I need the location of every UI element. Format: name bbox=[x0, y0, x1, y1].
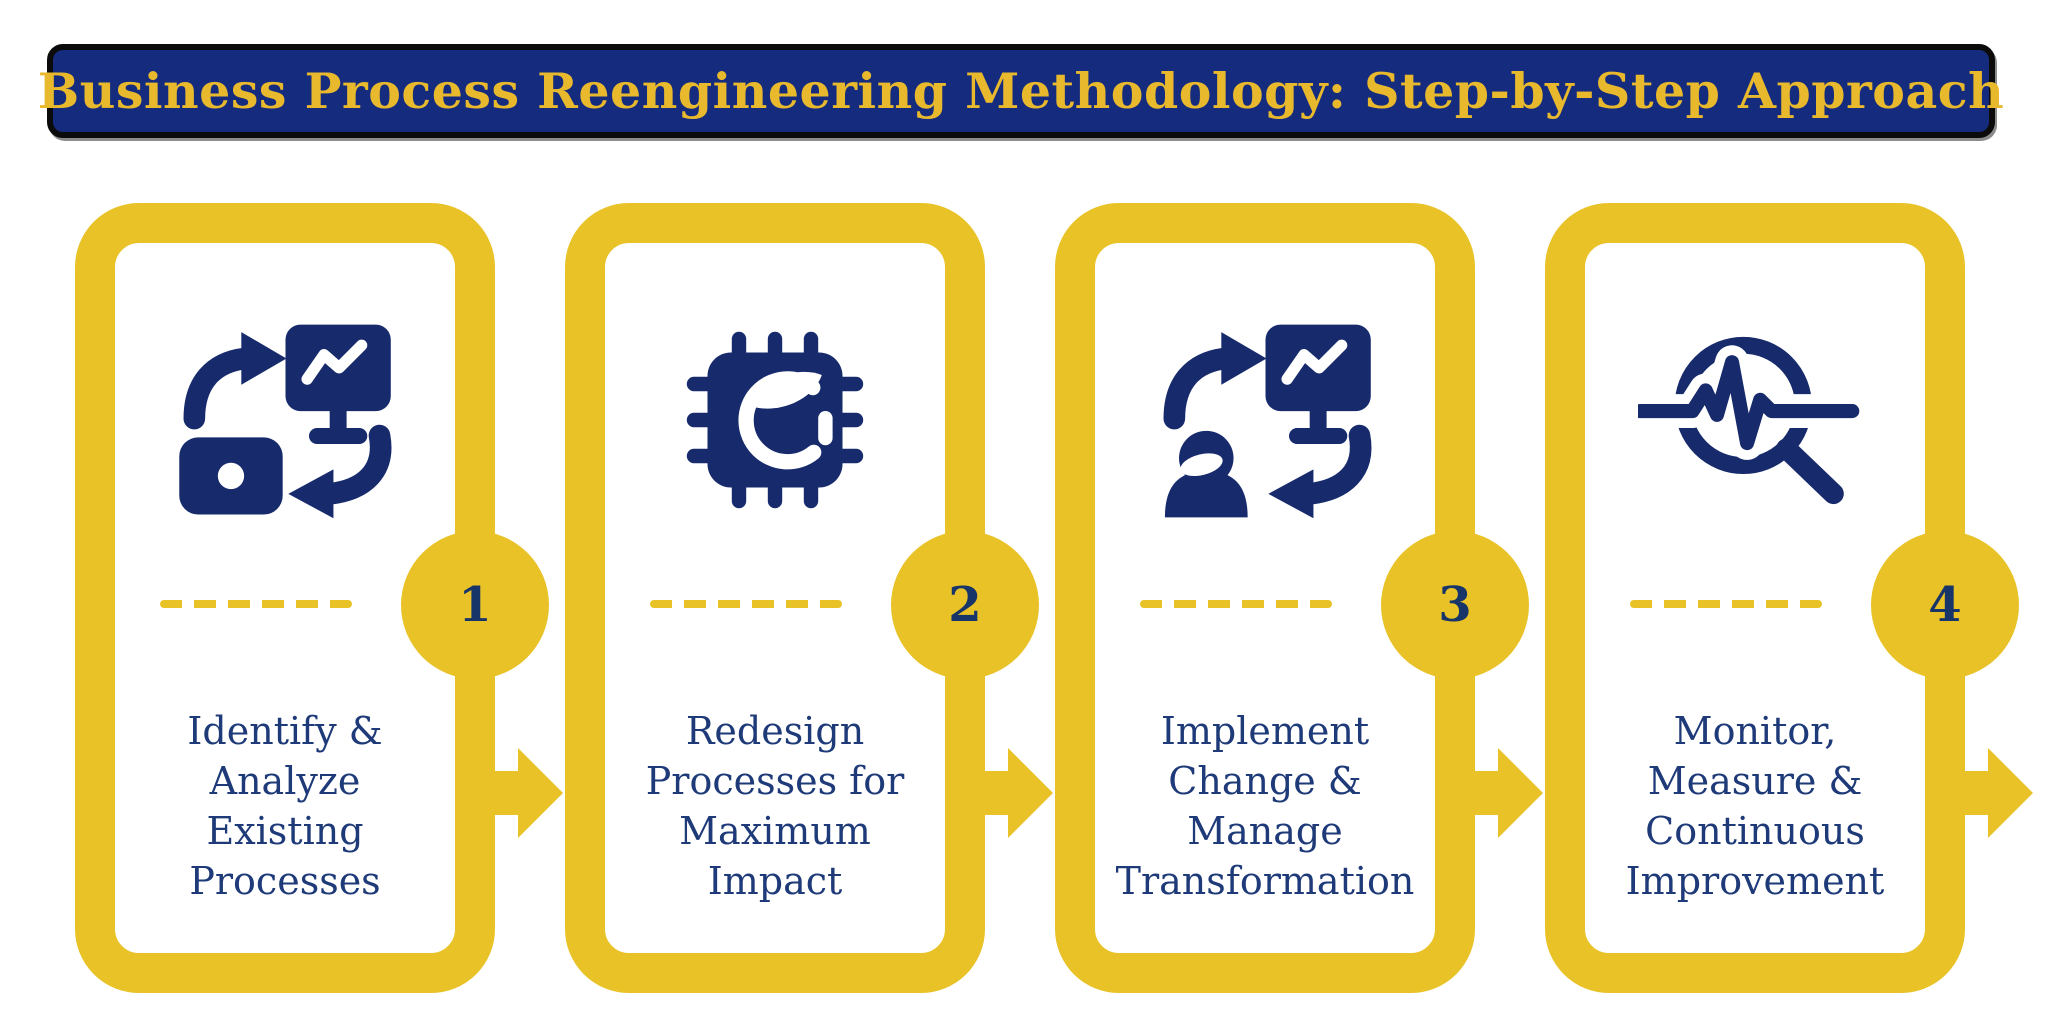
step-number: 3 bbox=[1438, 577, 1472, 633]
step-card-1: 1 Identify & Analyze Existing Processes bbox=[75, 203, 549, 993]
step-label-4: Monitor, Measure & Continuous Improvemen… bbox=[1625, 709, 1885, 904]
step-number: 1 bbox=[458, 577, 492, 633]
page-title: Business Process Reengineering Methodolo… bbox=[37, 62, 2005, 120]
arrow-right-icon bbox=[945, 748, 1053, 838]
step-card-2: 2 Redesign Processes for Maximum Impact bbox=[565, 203, 1039, 993]
step-number: 4 bbox=[1928, 577, 1962, 633]
step-number: 2 bbox=[948, 577, 982, 633]
step-number-badge-1: 1 bbox=[401, 531, 549, 679]
step-number-badge-4: 4 bbox=[1871, 531, 2019, 679]
dashed-line bbox=[1140, 600, 1332, 608]
step-label-2: Redesign Processes for Maximum Impact bbox=[645, 709, 905, 904]
step-label-1: Identify & Analyze Existing Processes bbox=[187, 709, 383, 904]
arrow-right-icon bbox=[1925, 748, 2033, 838]
processor-chip-icon bbox=[565, 315, 985, 525]
arrow-right-icon bbox=[455, 748, 563, 838]
dashed-line bbox=[1630, 600, 1822, 608]
step-card-4: 4 Monitor, Measure & Continuous Improvem… bbox=[1545, 203, 2019, 993]
dashed-line bbox=[160, 600, 352, 608]
title-banner: Business Process Reengineering Methodolo… bbox=[38, 44, 2004, 138]
person-sync-monitor-icon bbox=[1055, 315, 1475, 525]
pulse-magnifier-icon bbox=[1545, 315, 1965, 525]
step-label-3: Implement Change & Manage Transformation bbox=[1115, 709, 1415, 904]
step-card-3: 3 Implement Change & Manage Transformati… bbox=[1055, 203, 1529, 993]
dashed-line bbox=[650, 600, 842, 608]
step-number-badge-2: 2 bbox=[891, 531, 1039, 679]
process-sync-monitor-icon bbox=[75, 315, 495, 525]
step-number-badge-3: 3 bbox=[1381, 531, 1529, 679]
arrow-right-icon bbox=[1435, 748, 1543, 838]
